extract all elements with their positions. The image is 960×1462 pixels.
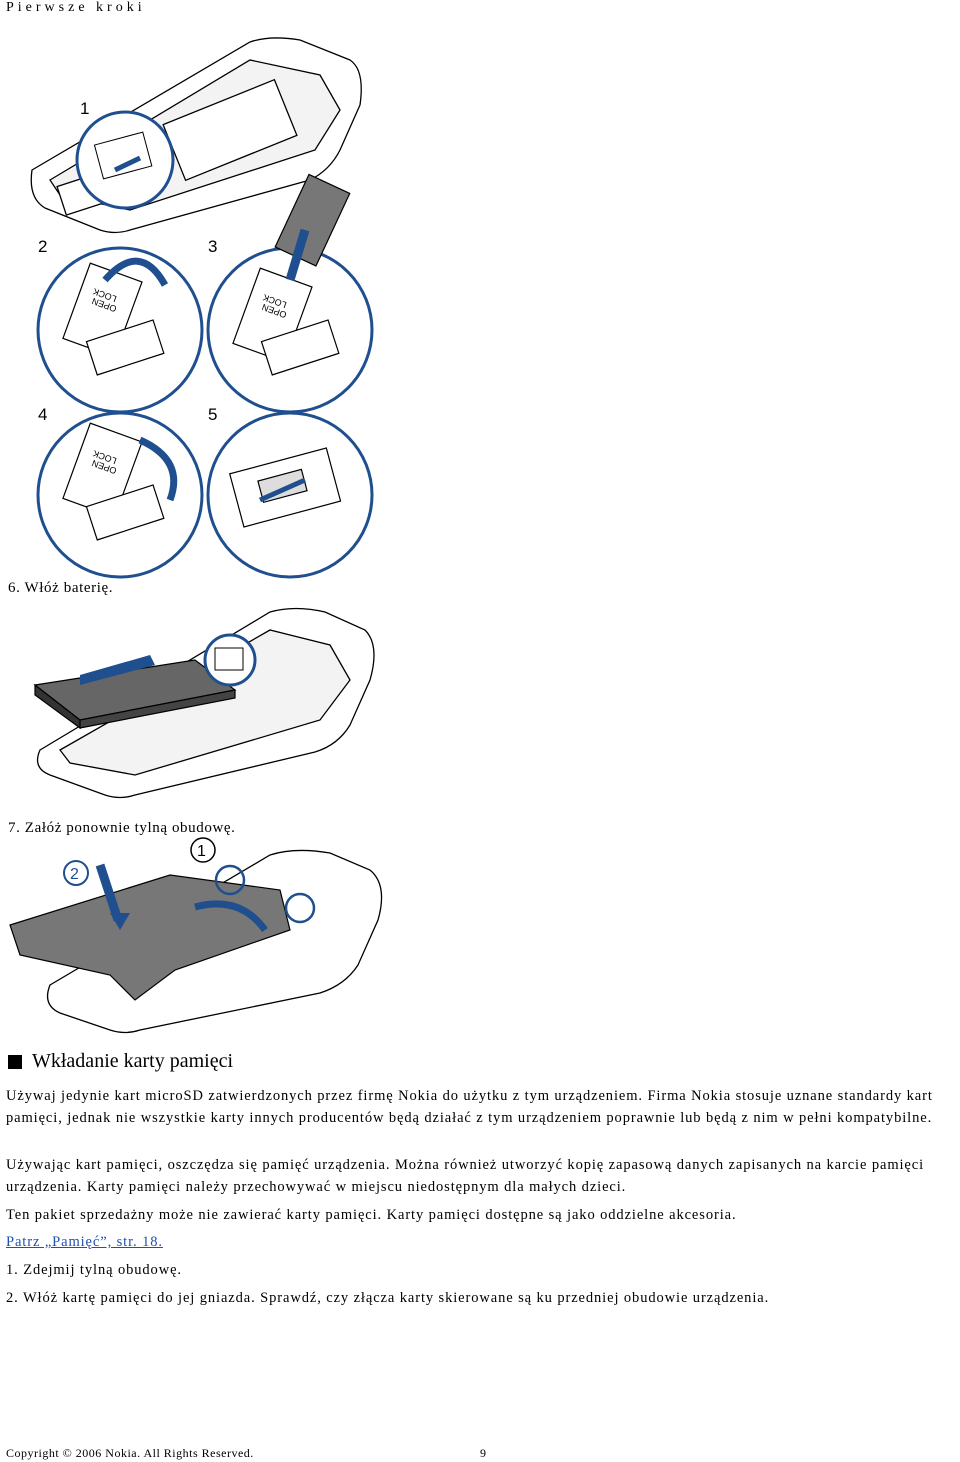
memory-card-figure: 1 2 LOCK OPEN 3 LOCK OPEN 4 LOCK OPEN 5 (30, 37, 374, 579)
paragraph-2: Używając kart pamięci, oszczędza się pam… (6, 1157, 925, 1195)
step-6: 6. Włóż baterię. (8, 580, 114, 596)
insert-arrow (80, 655, 155, 685)
slide-arrow (194, 900, 268, 933)
label-2: 2 (38, 237, 47, 256)
footer-copyright: Copyright © 2006 Nokia. All Rights Reser… (6, 1446, 254, 1460)
cover-label-2: 2 (70, 866, 79, 883)
paragraph-1: Używaj jedynie kart microSD zatwierdzony… (6, 1088, 933, 1126)
step-7: 7. Załóż ponownie tylną obudowę. (8, 820, 236, 836)
section-title: Wkładanie karty pamięci (8, 1050, 233, 1073)
battery (33, 659, 237, 730)
step-2: 2. Włóż kartę pamięci do jej gniazda. Sp… (6, 1290, 770, 1306)
label-4: 4 (38, 405, 47, 424)
page-header: Pierwsze kroki (6, 0, 146, 15)
label-1: 1 (80, 99, 89, 118)
footer-page-number: 9 (480, 1446, 487, 1460)
step-1: 1. Zdejmij tylną obudowę. (6, 1262, 182, 1278)
memory-reference-link[interactable]: Patrz „Pamięć”, str. 18. (6, 1234, 163, 1250)
cover-label-1: 1 (197, 843, 206, 860)
push-arrow (95, 863, 123, 922)
label-5: 5 (208, 405, 217, 424)
label-3: 3 (208, 237, 217, 256)
section-bullet-icon (8, 1054, 22, 1069)
battery-figure (33, 607, 375, 799)
back-cover-figure: 2 1 (9, 837, 383, 1034)
paragraph-3: Ten pakiet sprzedażny może nie zawierać … (6, 1207, 737, 1223)
